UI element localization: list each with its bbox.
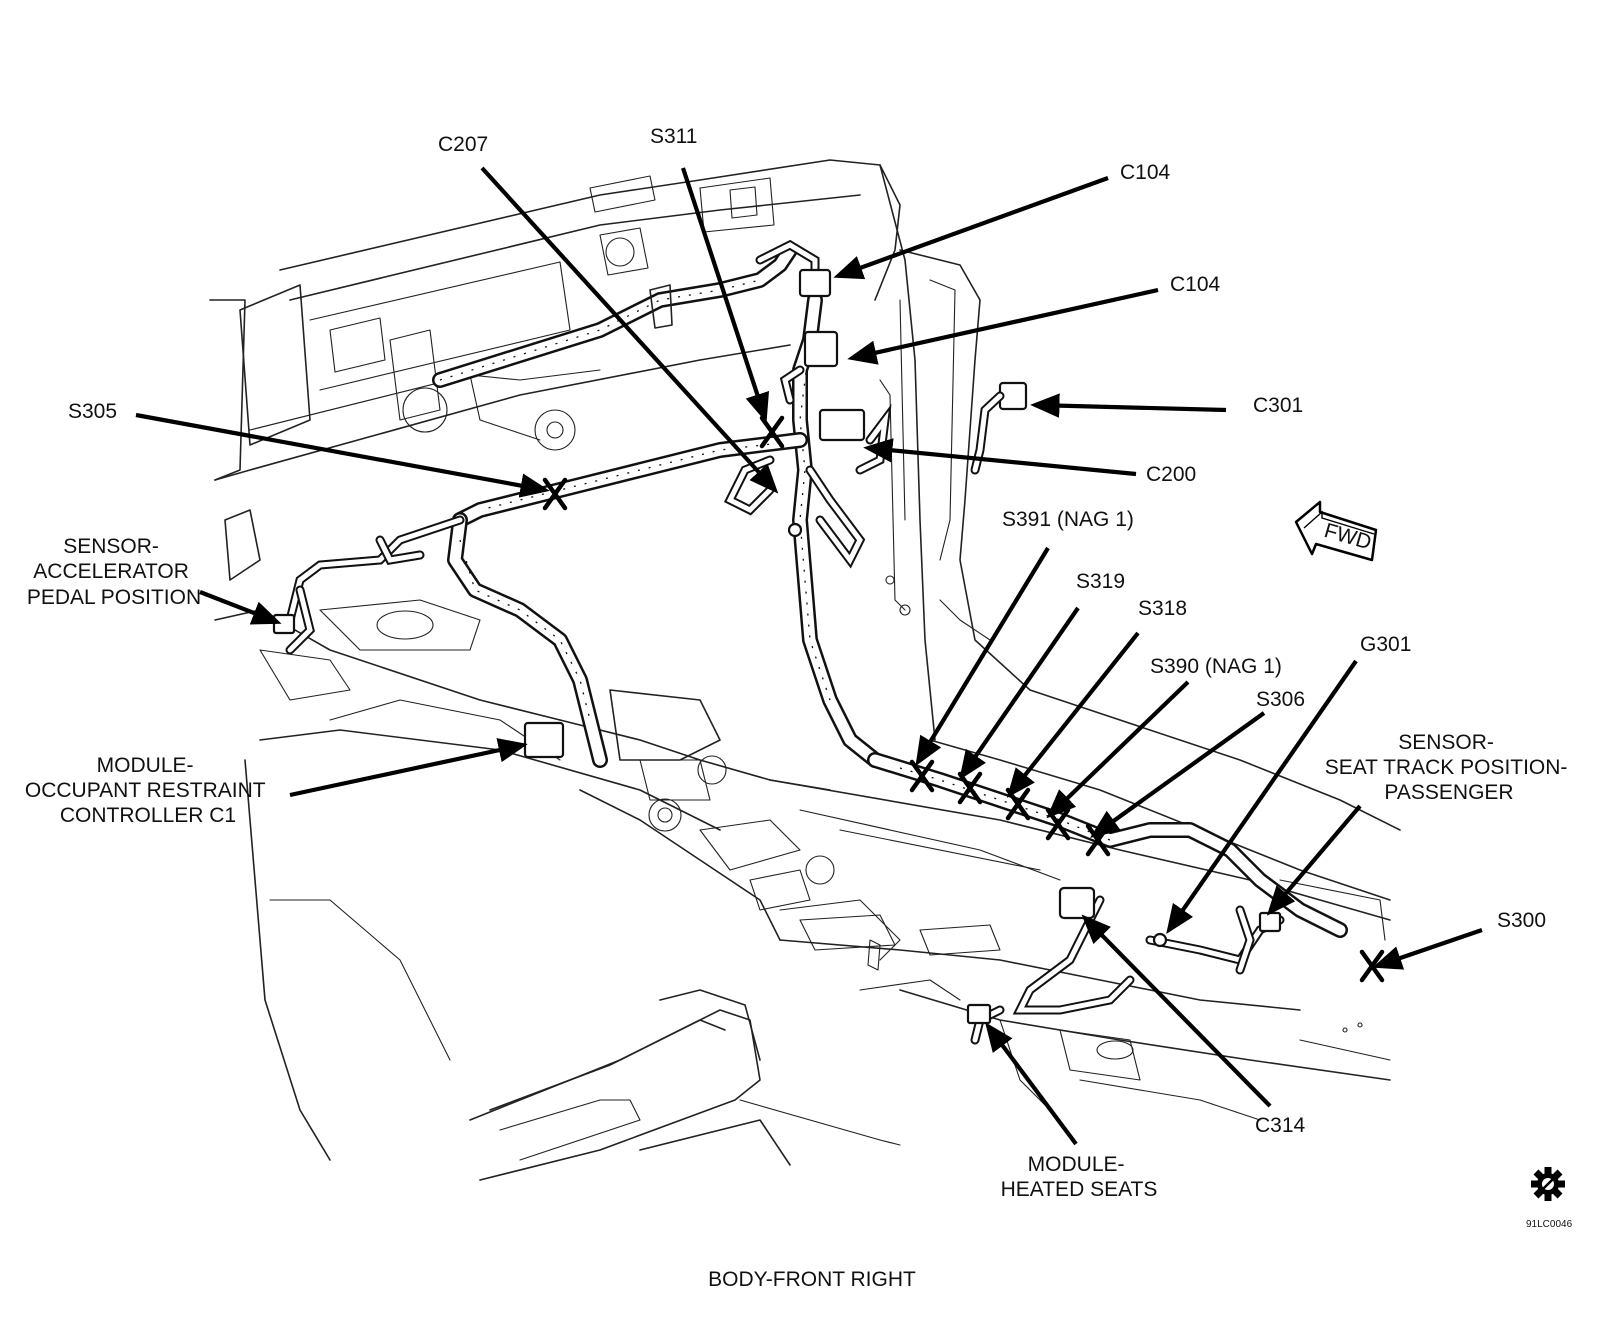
splice-x-s311 xyxy=(759,415,785,449)
label-s391: S391 (NAG 1) xyxy=(1002,508,1134,531)
label-s305: S305 xyxy=(68,400,117,423)
callout-labels: C207 S311 C104 C104 C301 S305 C200 SENSO… xyxy=(25,125,1574,1201)
label-c200: C200 xyxy=(1146,463,1196,486)
label-c301: C301 xyxy=(1253,394,1303,417)
label-g301: G301 xyxy=(1360,633,1411,656)
label-c104-lower: C104 xyxy=(1170,273,1221,296)
label-module-orc: MODULE- OCCUPANT RESTRAINT CONTROLLER C1 xyxy=(25,754,271,827)
gear-icon xyxy=(1531,1167,1565,1201)
fwd-arrow: FWD xyxy=(1294,500,1378,562)
label-sensor-app: SENSOR- ACCELERATOR PEDAL POSITION xyxy=(27,535,201,609)
label-sensor-stp: SENSOR- SEAT TRACK POSITION- PASSENGER xyxy=(1325,731,1574,804)
figure-code: 91LC0046 xyxy=(1526,1219,1573,1230)
label-s318: S318 xyxy=(1138,597,1187,620)
leader-lines xyxy=(135,166,1483,1146)
figure-title: BODY-FRONT RIGHT xyxy=(708,1268,916,1291)
label-s319: S319 xyxy=(1076,570,1125,593)
label-s390: S390 (NAG 1) xyxy=(1150,655,1282,678)
splice-x-s391 xyxy=(909,759,935,793)
label-s311: S311 xyxy=(650,125,698,148)
label-c207: C207 xyxy=(438,133,488,156)
label-c104-upper: C104 xyxy=(1120,161,1171,184)
label-s300: S300 xyxy=(1497,909,1546,932)
vehicle-body-line-art xyxy=(209,159,1401,1181)
label-s306: S306 xyxy=(1256,688,1305,711)
label-module-hs: MODULE- HEATED SEATS xyxy=(1001,1153,1158,1201)
label-c314: C314 xyxy=(1255,1114,1306,1137)
splice-markers xyxy=(542,415,1385,983)
